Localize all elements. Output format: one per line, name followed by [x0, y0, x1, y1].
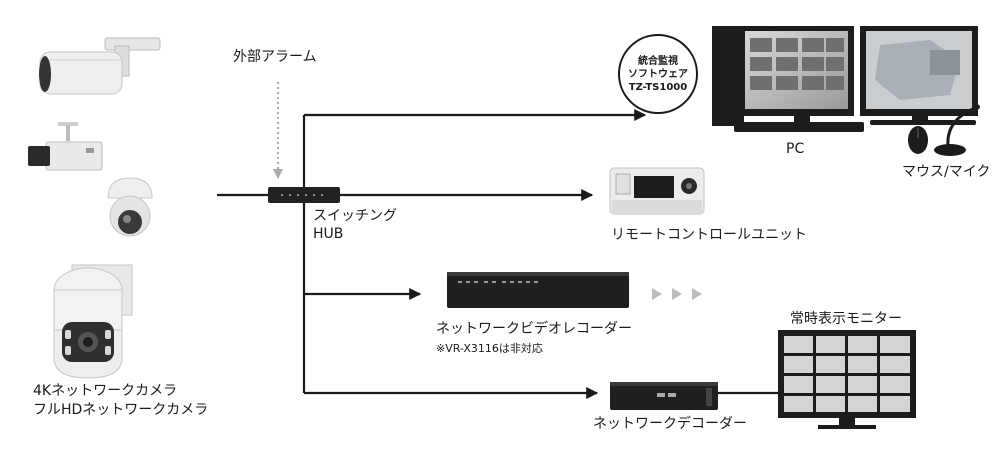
software-badge: 統合監視 ソフトウェア TZ-TS1000: [618, 34, 698, 114]
mouse-mic-label: マウス/マイク: [902, 164, 991, 180]
microphone-icon: [934, 104, 980, 156]
connection-lines: [217, 109, 778, 399]
network-decoder-label: ネットワークデコーダー: [593, 416, 747, 432]
nvr-note-label: ※VR-X3116は非対応: [436, 342, 543, 355]
remote-controller-icon: [609, 167, 705, 215]
box-camera-icon: [28, 122, 103, 171]
switching-hub-label-line1: スイッチング: [313, 208, 397, 224]
decoder-icon: [610, 382, 718, 410]
remote-control-unit-label: リモートコントロールユニット: [611, 227, 807, 243]
software-badge-line2: ソフトウェア: [628, 68, 688, 80]
software-badge-line3: TZ-TS1000: [628, 81, 688, 93]
video-recorder-icon: [447, 272, 629, 308]
mouse-icon: [908, 126, 928, 154]
bullet-camera-icon: [39, 37, 161, 95]
switching-hub-label-line2: HUB: [313, 226, 344, 242]
multi-screen-monitor-icon: [778, 330, 916, 429]
pc-label: PC: [786, 141, 805, 157]
ptz-camera-icon: [53, 264, 133, 379]
switching-hub-icon: [268, 187, 340, 203]
pc-dual-monitor-icon: [712, 26, 978, 132]
dome-camera-icon: [107, 177, 153, 237]
continuation-arrows-icon: [652, 288, 702, 300]
camera-label-line2: フルHDネットワークカメラ: [33, 402, 209, 418]
software-badge-line1: 統合監視: [638, 55, 678, 67]
network-video-recorder-label: ネットワークビデオレコーダー: [436, 321, 632, 337]
camera-label-line1: 4Kネットワークカメラ: [33, 383, 178, 399]
external-alarm-label: 外部アラーム: [233, 49, 317, 65]
display-monitor-label: 常時表示モニター: [790, 311, 902, 327]
